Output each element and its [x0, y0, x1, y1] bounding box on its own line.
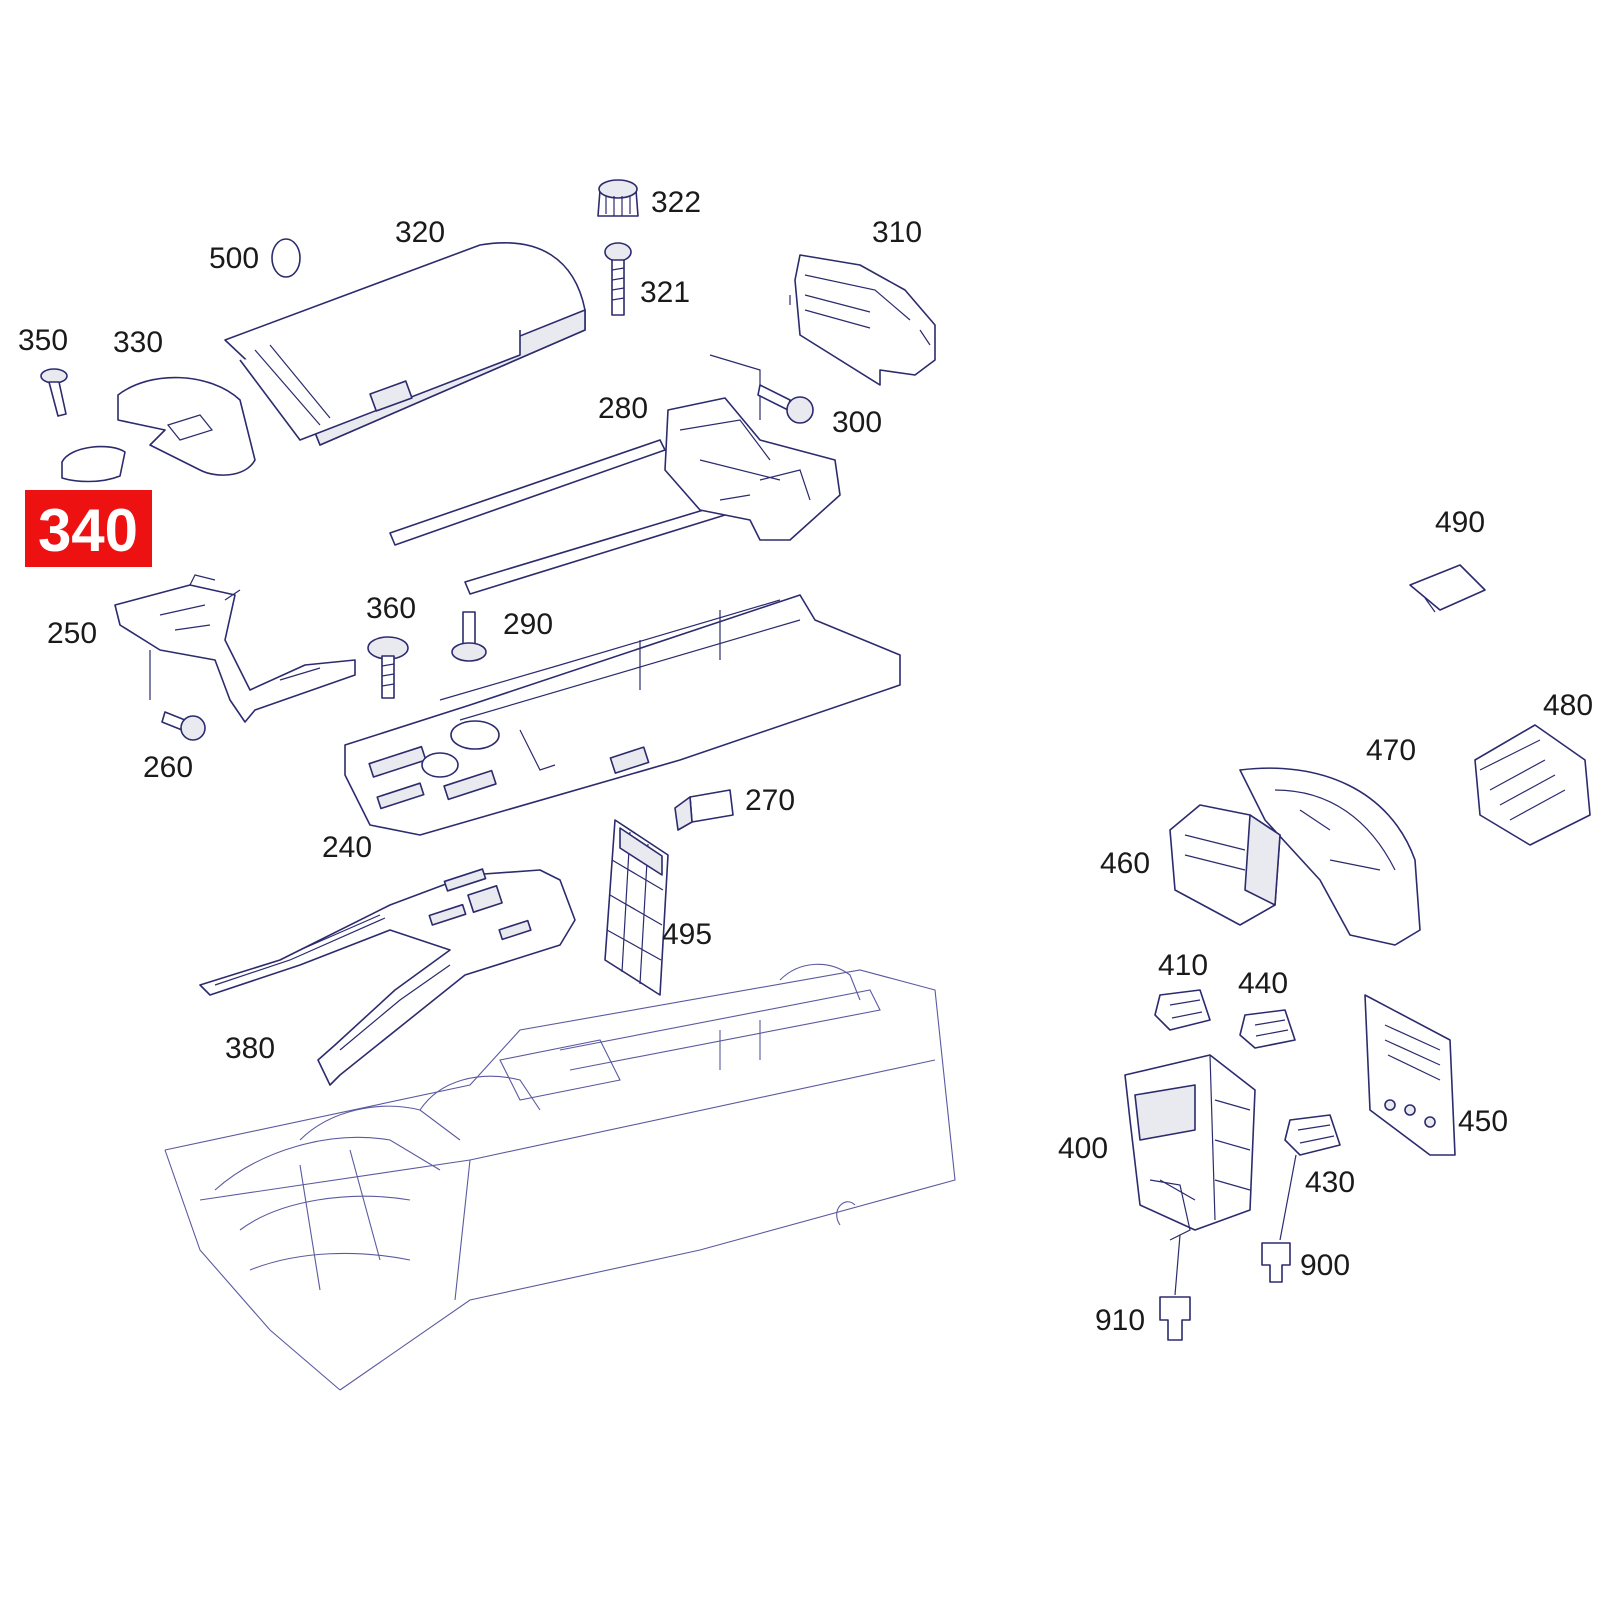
part-400-unit — [1124, 1054, 1256, 1241]
callout-470[interactable]: 470 — [1366, 734, 1416, 767]
callout-270[interactable]: 270 — [745, 784, 795, 817]
part-300-screw — [757, 384, 814, 424]
part-900-terminal — [1261, 1242, 1291, 1283]
callout-250[interactable]: 250 — [47, 617, 97, 650]
part-270-switch — [674, 789, 734, 831]
part-480-cover — [1474, 724, 1591, 846]
part-340-cap — [61, 445, 126, 483]
callout-450[interactable]: 450 — [1458, 1105, 1508, 1138]
callout-322[interactable]: 322 — [651, 186, 701, 219]
part-360-screw — [367, 636, 409, 699]
part-380-trim — [199, 868, 576, 1086]
part-250-bracket — [114, 574, 356, 723]
callout-321[interactable]: 321 — [640, 276, 690, 309]
callout-360[interactable]: 360 — [366, 592, 416, 625]
callout-320[interactable]: 320 — [395, 216, 445, 249]
leader-lines — [1159, 1154, 1297, 1296]
part-910-terminal — [1159, 1296, 1191, 1341]
part-320-armrest-lid — [224, 242, 586, 446]
callout-440[interactable]: 440 — [1238, 967, 1288, 1000]
part-280-mechanism — [389, 354, 841, 595]
part-450-panel — [1364, 994, 1456, 1156]
callout-480[interactable]: 480 — [1543, 689, 1593, 722]
callout-260[interactable]: 260 — [143, 751, 193, 784]
callout-240[interactable]: 240 — [322, 831, 372, 864]
part-330-cover — [117, 376, 256, 476]
callout-490[interactable]: 490 — [1435, 506, 1485, 539]
part-290-screw — [451, 611, 487, 662]
highlight-label: 340 — [38, 497, 138, 564]
part-470-panel — [1239, 767, 1421, 946]
callout-410[interactable]: 410 — [1158, 949, 1208, 982]
console-body — [164, 963, 956, 1391]
part-490-cap — [1409, 564, 1486, 613]
part-500-cap — [271, 238, 301, 278]
callout-430[interactable]: 430 — [1305, 1166, 1355, 1199]
part-350-screw — [40, 368, 68, 417]
highlight-box — [25, 490, 152, 567]
part-310-bracket — [789, 254, 936, 386]
part-322-knob — [597, 179, 639, 217]
part-440-connector — [1239, 1009, 1296, 1049]
callout-910[interactable]: 910 — [1095, 1304, 1145, 1337]
part-495-grille — [604, 819, 669, 996]
callout-280[interactable]: 280 — [598, 392, 648, 425]
callout-380[interactable]: 380 — [225, 1032, 275, 1065]
callout-350[interactable]: 350 — [18, 324, 68, 357]
part-321-bolt — [604, 242, 632, 316]
callout-400[interactable]: 400 — [1058, 1132, 1108, 1165]
part-410-connector — [1154, 989, 1211, 1031]
callout-460[interactable]: 460 — [1100, 847, 1150, 880]
callout-495[interactable]: 495 — [662, 918, 712, 951]
callout-330[interactable]: 330 — [113, 326, 163, 359]
highlight-callout-340[interactable]: 340 — [25, 490, 152, 567]
callout-290[interactable]: 290 — [503, 608, 553, 641]
callout-labels: 500 320 322 321 310 350 330 280 300 490 … — [18, 186, 1593, 1337]
part-260-screw — [161, 711, 206, 741]
callout-900[interactable]: 900 — [1300, 1249, 1350, 1282]
callout-300[interactable]: 300 — [832, 406, 882, 439]
part-240-console-frame — [344, 594, 901, 836]
callout-500[interactable]: 500 — [209, 242, 259, 275]
part-430-connector — [1284, 1114, 1341, 1156]
callout-310[interactable]: 310 — [872, 216, 922, 249]
part-460-unit — [1169, 804, 1281, 926]
